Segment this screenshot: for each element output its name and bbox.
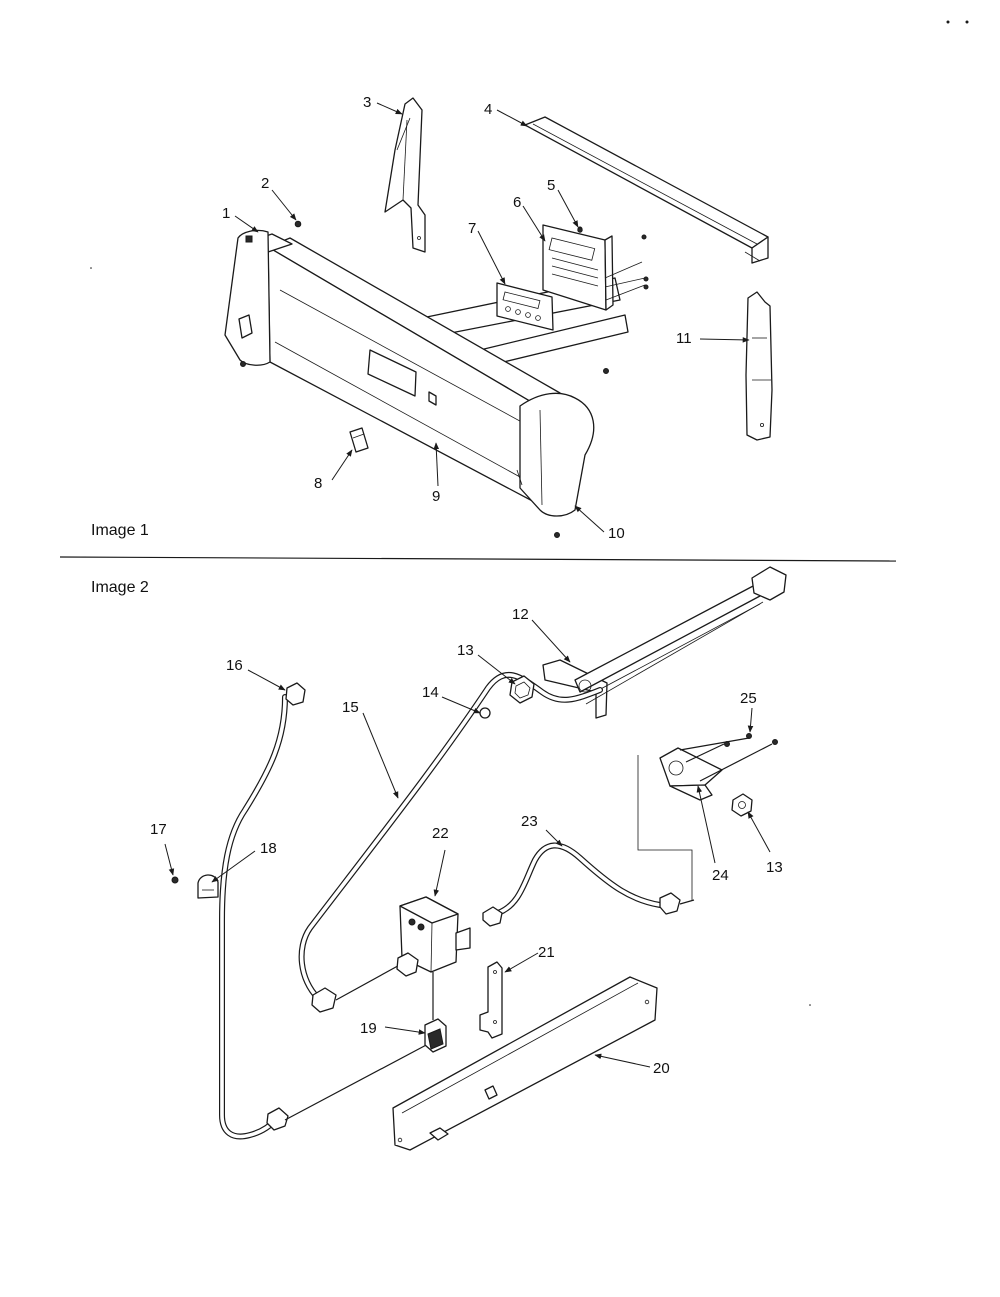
part-6-control-board [542, 224, 649, 311]
callout-21: 21 [538, 944, 555, 961]
part-11-bracket [745, 291, 773, 441]
callout-9: 9 [432, 488, 440, 505]
callout-25: 25 [740, 690, 757, 707]
part-10-right-end-cap [516, 368, 609, 538]
callout-14: 14 [422, 684, 439, 701]
part-7-clock-board [496, 282, 554, 331]
fastener-5-screw [577, 227, 583, 233]
part-17-screw [171, 876, 179, 884]
section-label-image-1: Image 1 [91, 522, 149, 539]
callout-1: 1 [222, 205, 230, 222]
part-13-nut-upper [509, 675, 535, 704]
part-9-control-panel [247, 233, 561, 506]
callout-17: 17 [150, 821, 167, 838]
image-1-group: 1 2 3 4 5 6 7 8 9 10 11 Image 1 [91, 94, 773, 542]
image-2-group: Image 2 [91, 566, 787, 1151]
part-3-bracket [384, 97, 426, 253]
scan-specks [90, 20, 969, 1006]
part-20-rail [392, 976, 658, 1151]
part-24-bracket [637, 739, 778, 900]
part-8-clip [349, 427, 369, 453]
callout-12: 12 [512, 606, 529, 623]
part-13-nut-lower [731, 793, 753, 817]
part-18-clip [197, 874, 219, 899]
callout-7: 7 [468, 220, 476, 237]
callout-20: 20 [653, 1060, 670, 1077]
part-16-tube [219, 682, 431, 1140]
callout-10: 10 [608, 525, 625, 542]
image-2-leaders [164, 619, 771, 1068]
callout-24: 24 [712, 867, 729, 884]
image-1-leaders [234, 102, 750, 533]
callout-19: 19 [360, 1020, 377, 1037]
part-23-tube [482, 842, 695, 927]
callout-8: 8 [314, 475, 322, 492]
part-1-left-end-cap [224, 229, 271, 367]
callout-6: 6 [513, 194, 521, 211]
part-15-tube [298, 671, 603, 1013]
callout-13-lower: 13 [766, 859, 783, 876]
part-25-screw [679, 733, 752, 751]
callout-16: 16 [226, 657, 243, 674]
callout-2: 2 [261, 175, 269, 192]
section-label-image-2: Image 2 [91, 579, 149, 596]
callout-18: 18 [260, 840, 277, 857]
callout-3: 3 [363, 94, 371, 111]
fastener-2-screw [294, 220, 302, 228]
callout-22: 22 [432, 825, 449, 842]
section-divider [59, 556, 897, 562]
part-4-top-rail [524, 116, 769, 264]
part-19-switch [424, 1018, 447, 1053]
callout-11: 11 [676, 330, 692, 347]
callout-5: 5 [547, 177, 555, 194]
callout-4: 4 [484, 101, 492, 118]
part-14-fitting [479, 707, 491, 719]
part-12-manifold-bracket [542, 566, 787, 719]
callout-23: 23 [521, 813, 538, 830]
part-22-valve [396, 896, 471, 1020]
callout-13-upper: 13 [457, 642, 474, 659]
part-21-bracket [479, 961, 503, 1039]
callout-15: 15 [342, 699, 359, 716]
